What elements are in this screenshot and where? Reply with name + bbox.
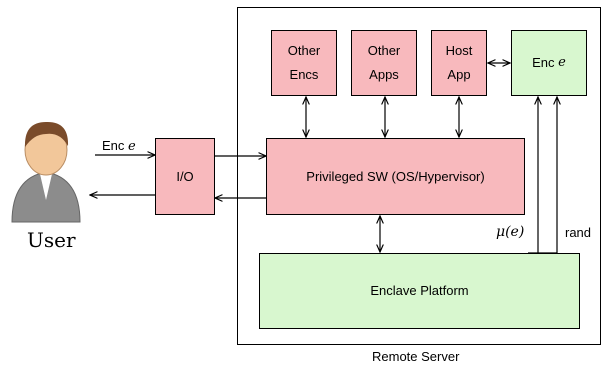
privileged-sw-box: Privileged SW (OS/Hypervisor)	[266, 138, 525, 215]
enclave-e-box: Enc e	[511, 30, 587, 96]
enc-e-input-var: e	[128, 139, 136, 154]
host-app-box: Host App	[431, 30, 487, 96]
host-app-line2: App	[447, 67, 471, 82]
enc-e-input-label: Enc e	[102, 138, 136, 154]
remote-server-label: Remote Server	[372, 349, 460, 364]
host-app-line1: Host	[445, 43, 473, 58]
other-encs-line1: Other	[287, 43, 321, 58]
remote-server-boundary	[237, 7, 601, 345]
user-icon	[11, 121, 81, 223]
enclave-e-prefix: Enc	[532, 55, 555, 70]
enclave-platform-label: Enclave Platform	[370, 283, 469, 298]
other-encs-line2: Encs	[289, 67, 319, 82]
rand-label: rand	[565, 225, 592, 240]
other-apps-box: Other Apps	[351, 30, 417, 96]
mu-e-label: μ(e)	[496, 224, 525, 240]
enclave-e-var: e	[558, 55, 566, 70]
arrow-rand-to-enclave	[528, 97, 557, 254]
enc-e-input-prefix: Enc	[102, 138, 125, 153]
other-encs-box: Other Encs	[271, 30, 337, 96]
enclave-platform-box: Enclave Platform	[259, 253, 580, 329]
io-box: I/O	[155, 138, 215, 215]
other-apps-line2: Apps	[369, 67, 399, 82]
io-label: I/O	[176, 168, 194, 184]
privileged-sw-label: Privileged SW (OS/Hypervisor)	[306, 168, 485, 184]
other-apps-line1: Other	[367, 43, 401, 58]
user-label: User	[27, 228, 76, 252]
